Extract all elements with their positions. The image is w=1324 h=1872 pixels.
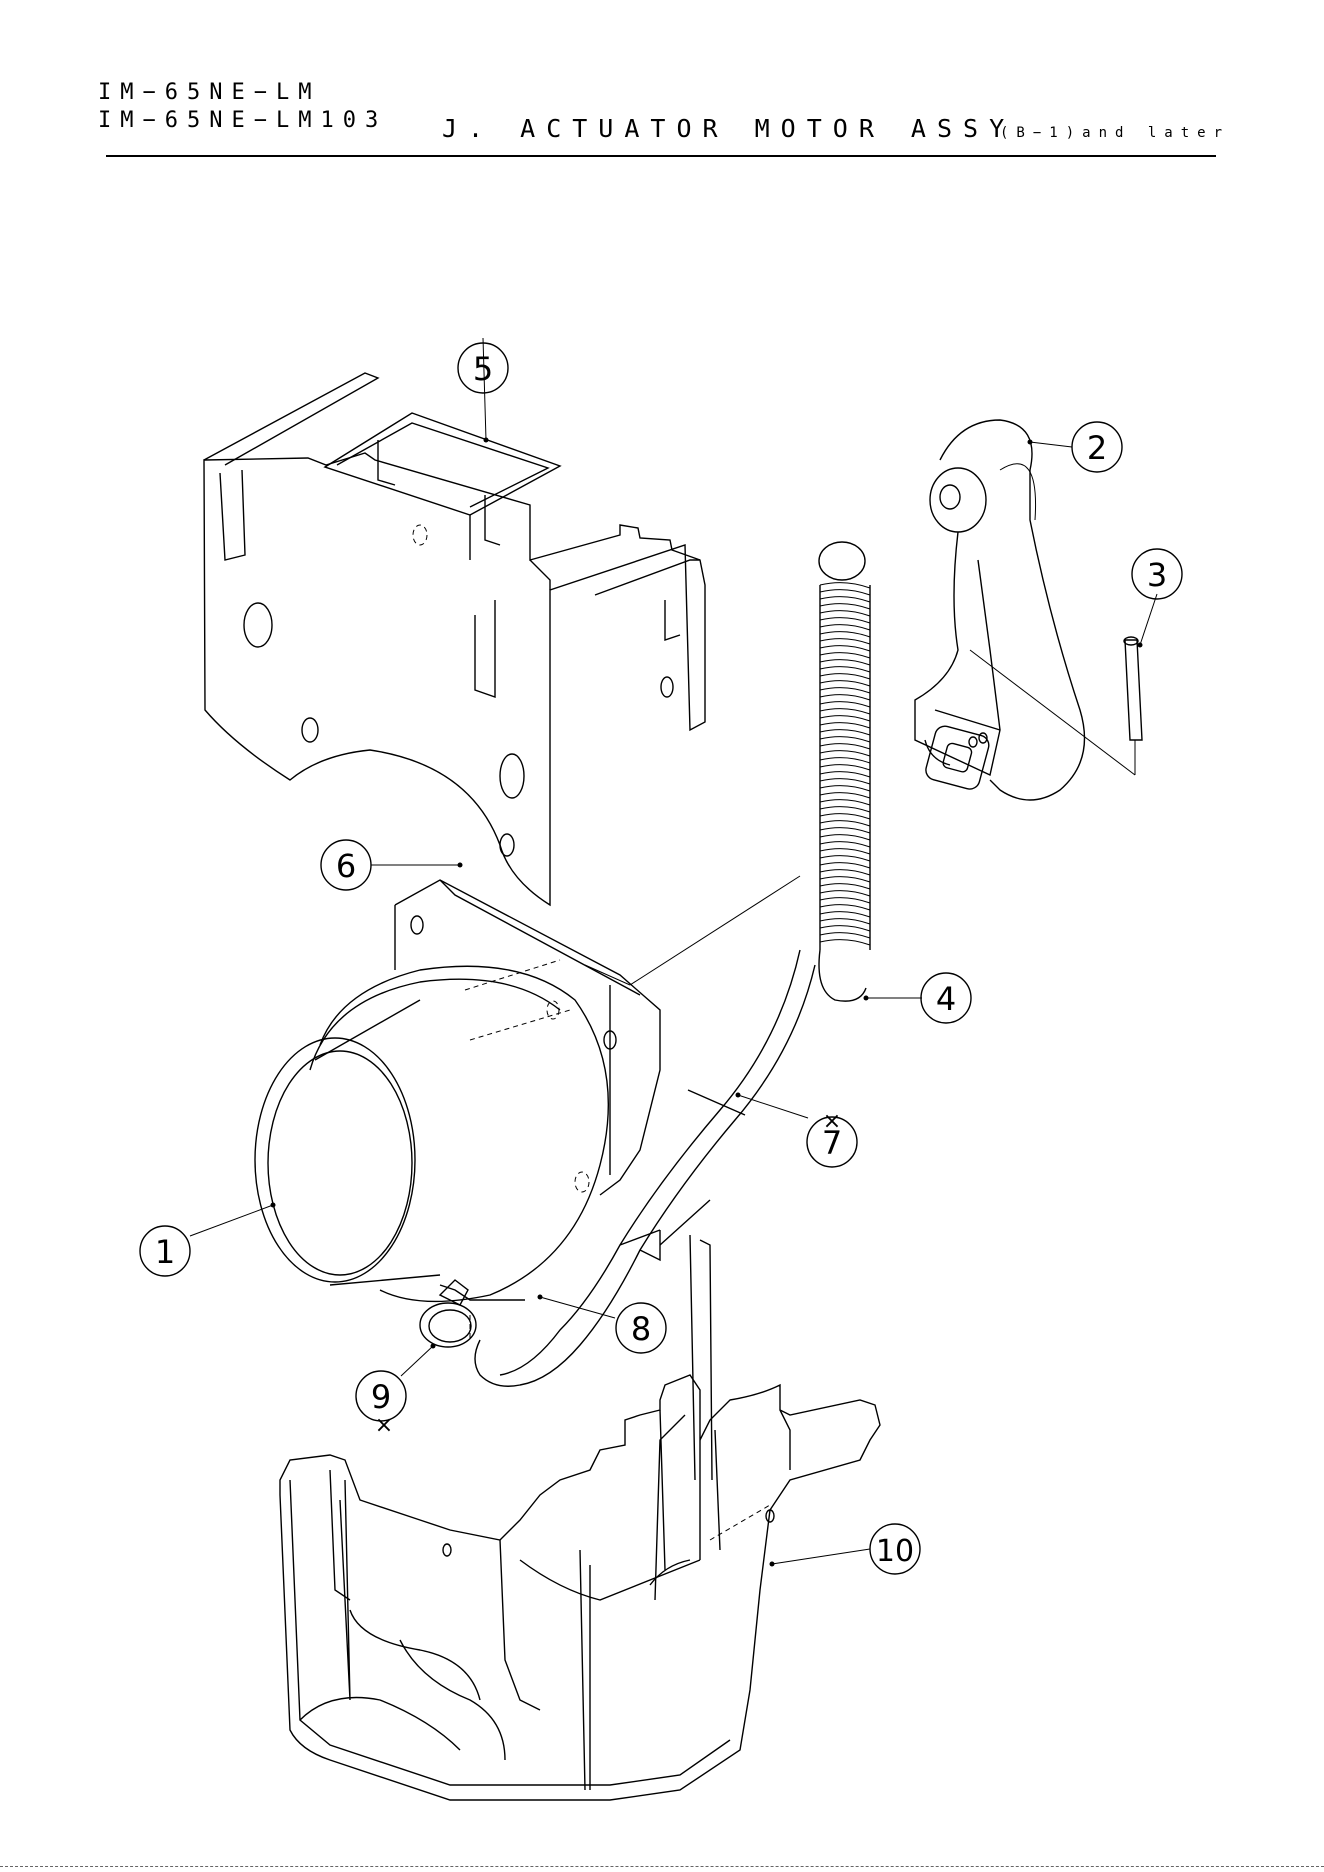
callout-2: 2	[1072, 422, 1122, 472]
part-5-bracket	[204, 373, 705, 905]
svg-text:1: 1	[155, 1233, 175, 1271]
svg-text:3: 3	[1147, 556, 1167, 594]
part-10-cover	[280, 1235, 880, 1800]
callout-1: 1	[140, 1226, 190, 1276]
callout-9: 9 ×	[356, 1371, 406, 1438]
callout-10: 10	[870, 1524, 920, 1574]
svg-text:9: 9	[371, 1378, 391, 1416]
callout-3: 3	[1132, 549, 1182, 599]
callout-6: 6	[321, 840, 371, 890]
svg-text:5: 5	[473, 350, 493, 388]
svg-text:8: 8	[631, 1310, 651, 1348]
svg-text:4: 4	[936, 980, 956, 1018]
part-3-pin	[1124, 637, 1142, 775]
callout-5: 5	[458, 343, 508, 393]
part-2-lever	[915, 420, 1135, 800]
callout-8: 8	[616, 1303, 666, 1353]
callout-7: 7 ×	[807, 1109, 857, 1167]
service-mark-9: ×	[375, 1413, 393, 1438]
svg-text:10: 10	[876, 1534, 914, 1569]
bottom-edge-dashes	[0, 1866, 1324, 1867]
svg-text:6: 6	[336, 847, 356, 885]
part-9-clamp	[420, 1280, 476, 1347]
part-1-motor	[255, 880, 660, 1301]
service-mark-7: ×	[823, 1109, 841, 1134]
svg-text:2: 2	[1087, 429, 1107, 467]
part-4-spring	[819, 542, 870, 1001]
callout-4: 4	[921, 973, 971, 1023]
